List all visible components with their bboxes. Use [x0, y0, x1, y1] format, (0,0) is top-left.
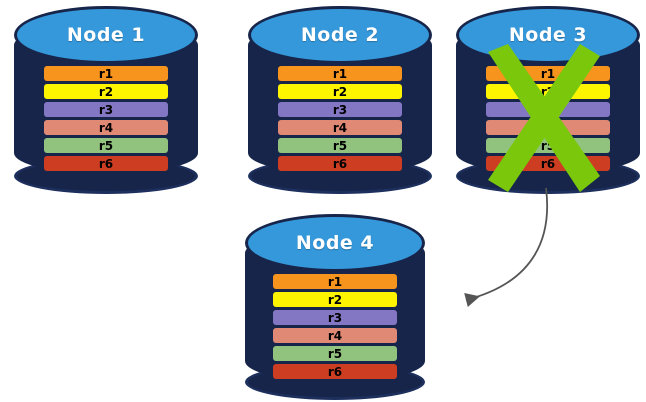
replica-row[interactable]: r1 [44, 66, 168, 81]
node-title: Node 2 [300, 24, 380, 46]
replica-row[interactable]: r1 [486, 66, 610, 81]
replica-label: r1 [327, 274, 343, 289]
cylinder-top: Node 3 [456, 6, 640, 64]
replica-row[interactable]: r3 [486, 102, 610, 117]
replica-label: r4 [98, 120, 114, 135]
replica-label: r3 [98, 102, 114, 117]
replica-row[interactable]: r6 [278, 156, 402, 171]
replica-row[interactable]: r5 [278, 138, 402, 153]
replica-row[interactable]: r3 [278, 102, 402, 117]
replica-label: r2 [540, 84, 556, 99]
replica-label: r1 [98, 66, 114, 81]
replica-label: r3 [540, 102, 556, 117]
replica-label: r4 [332, 120, 348, 135]
replica-row[interactable]: r2 [486, 84, 610, 99]
replica-label: r2 [98, 84, 114, 99]
replica-label: r6 [332, 156, 348, 171]
replica-label: r3 [332, 102, 348, 117]
replica-row[interactable]: r2 [278, 84, 402, 99]
replica-label: r5 [332, 138, 348, 153]
replica-row-list: r1 r2 r3 r4 r5 r6 [273, 274, 397, 379]
replica-row[interactable]: r2 [273, 292, 397, 307]
node-title: Node 4 [295, 232, 375, 254]
node-cylinder-node1[interactable]: Node 1 r1 r2 r3 r4 r5 r6 [14, 6, 198, 194]
replica-row[interactable]: r4 [278, 120, 402, 135]
replica-label: r4 [327, 328, 343, 343]
replica-label: r5 [540, 138, 556, 153]
cylinder-top: Node 1 [14, 6, 198, 64]
replica-label: r6 [540, 156, 556, 171]
replica-row-list: r1 r2 r3 r4 r5 r6 [278, 66, 402, 171]
replica-label: r5 [98, 138, 114, 153]
replica-row[interactable]: r1 [273, 274, 397, 289]
replica-row[interactable]: r6 [273, 364, 397, 379]
replica-label: r1 [332, 66, 348, 81]
node-title: Node 1 [66, 24, 146, 46]
node-title: Node 3 [508, 24, 588, 46]
replica-row[interactable]: r4 [44, 120, 168, 135]
replica-label: r6 [327, 364, 343, 379]
replica-label: r2 [327, 292, 343, 307]
replica-row[interactable]: r3 [44, 102, 168, 117]
replica-row[interactable]: r3 [273, 310, 397, 325]
replica-row[interactable]: r4 [486, 120, 610, 135]
replica-row[interactable]: r5 [273, 346, 397, 361]
replica-row[interactable]: r2 [44, 84, 168, 99]
replica-row[interactable]: r6 [44, 156, 168, 171]
node-cylinder-node4[interactable]: Node 4 r1 r2 r3 r4 r5 r6 [245, 214, 425, 400]
replica-label: r2 [332, 84, 348, 99]
replica-row[interactable]: r6 [486, 156, 610, 171]
node-cylinder-node3[interactable]: Node 3 r1 r2 r3 r4 r5 r6 [456, 6, 640, 194]
replica-row-list: r1 r2 r3 r4 r5 r6 [44, 66, 168, 171]
replica-label: r4 [540, 120, 556, 135]
cylinder-top: Node 4 [245, 214, 425, 272]
cylinder-top: Node 2 [248, 6, 432, 64]
replica-row[interactable]: r5 [486, 138, 610, 153]
replica-label: r6 [98, 156, 114, 171]
replica-label: r1 [540, 66, 556, 81]
replica-row-list: r1 r2 r3 r4 r5 r6 [486, 66, 610, 171]
replica-row[interactable]: r5 [44, 138, 168, 153]
replica-row[interactable]: r4 [273, 328, 397, 343]
node-cylinder-node2[interactable]: Node 2 r1 r2 r3 r4 r5 r6 [248, 6, 432, 194]
replica-row[interactable]: r1 [278, 66, 402, 81]
replica-label: r3 [327, 310, 343, 325]
replica-label: r5 [327, 346, 343, 361]
